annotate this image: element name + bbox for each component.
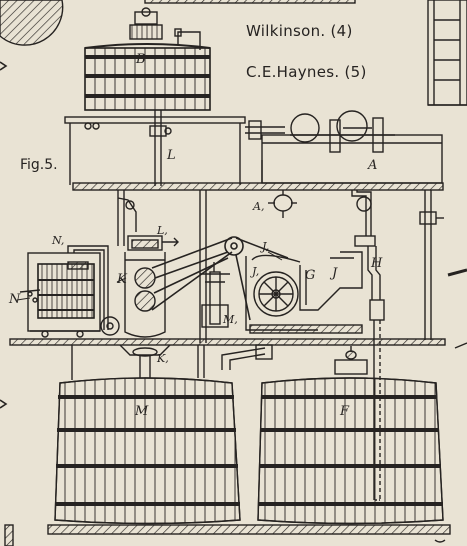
boiler-k — [124, 235, 179, 338]
figure-label: Fig.5. — [20, 157, 58, 173]
label-k: K — [117, 272, 127, 287]
right-pipe — [419, 190, 444, 340]
label-g: G — [305, 268, 316, 283]
label-a1: A, — [253, 200, 265, 213]
label-l: L — [167, 148, 176, 163]
inventor-label-wilkinson: Wilkinson. (4) — [246, 22, 353, 40]
top-frame — [144, 0, 356, 4]
funnel-k1 — [71, 344, 273, 380]
label-b: B — [136, 52, 146, 67]
label-n1: N, — [52, 234, 65, 247]
label-m1: M, — [223, 313, 238, 326]
valve-a1 — [268, 190, 297, 218]
label-f: F — [340, 404, 350, 419]
right-frame-structure — [427, 0, 467, 349]
drive-belts — [151, 236, 289, 321]
label-l1: L, — [157, 224, 168, 237]
label-j1-lower: J, — [252, 265, 260, 278]
label-j: J — [332, 266, 338, 281]
press-base — [249, 324, 363, 334]
label-m: M — [135, 404, 149, 419]
label-k1: K, — [157, 352, 169, 365]
apparatus-n1 — [19, 245, 120, 338]
tank-a — [261, 110, 443, 184]
upper-floor — [72, 182, 444, 191]
vat-m — [54, 377, 241, 525]
vat-f — [257, 346, 444, 525]
lower-floor — [9, 338, 446, 346]
label-a: A — [368, 158, 378, 173]
label-j1-upper: J, — [262, 240, 270, 253]
upper-hangers — [117, 190, 207, 343]
inventor-label-haynes: C.E.Haynes. (5) — [246, 63, 367, 81]
upper-shelf — [64, 110, 285, 186]
label-h: H — [371, 256, 383, 271]
corner-disc — [0, 0, 64, 46]
chute-j — [299, 251, 363, 311]
bottom-floor — [47, 524, 451, 535]
tank-b — [84, 7, 211, 130]
engine-m1 — [200, 262, 230, 328]
label-n: N — [9, 292, 21, 307]
